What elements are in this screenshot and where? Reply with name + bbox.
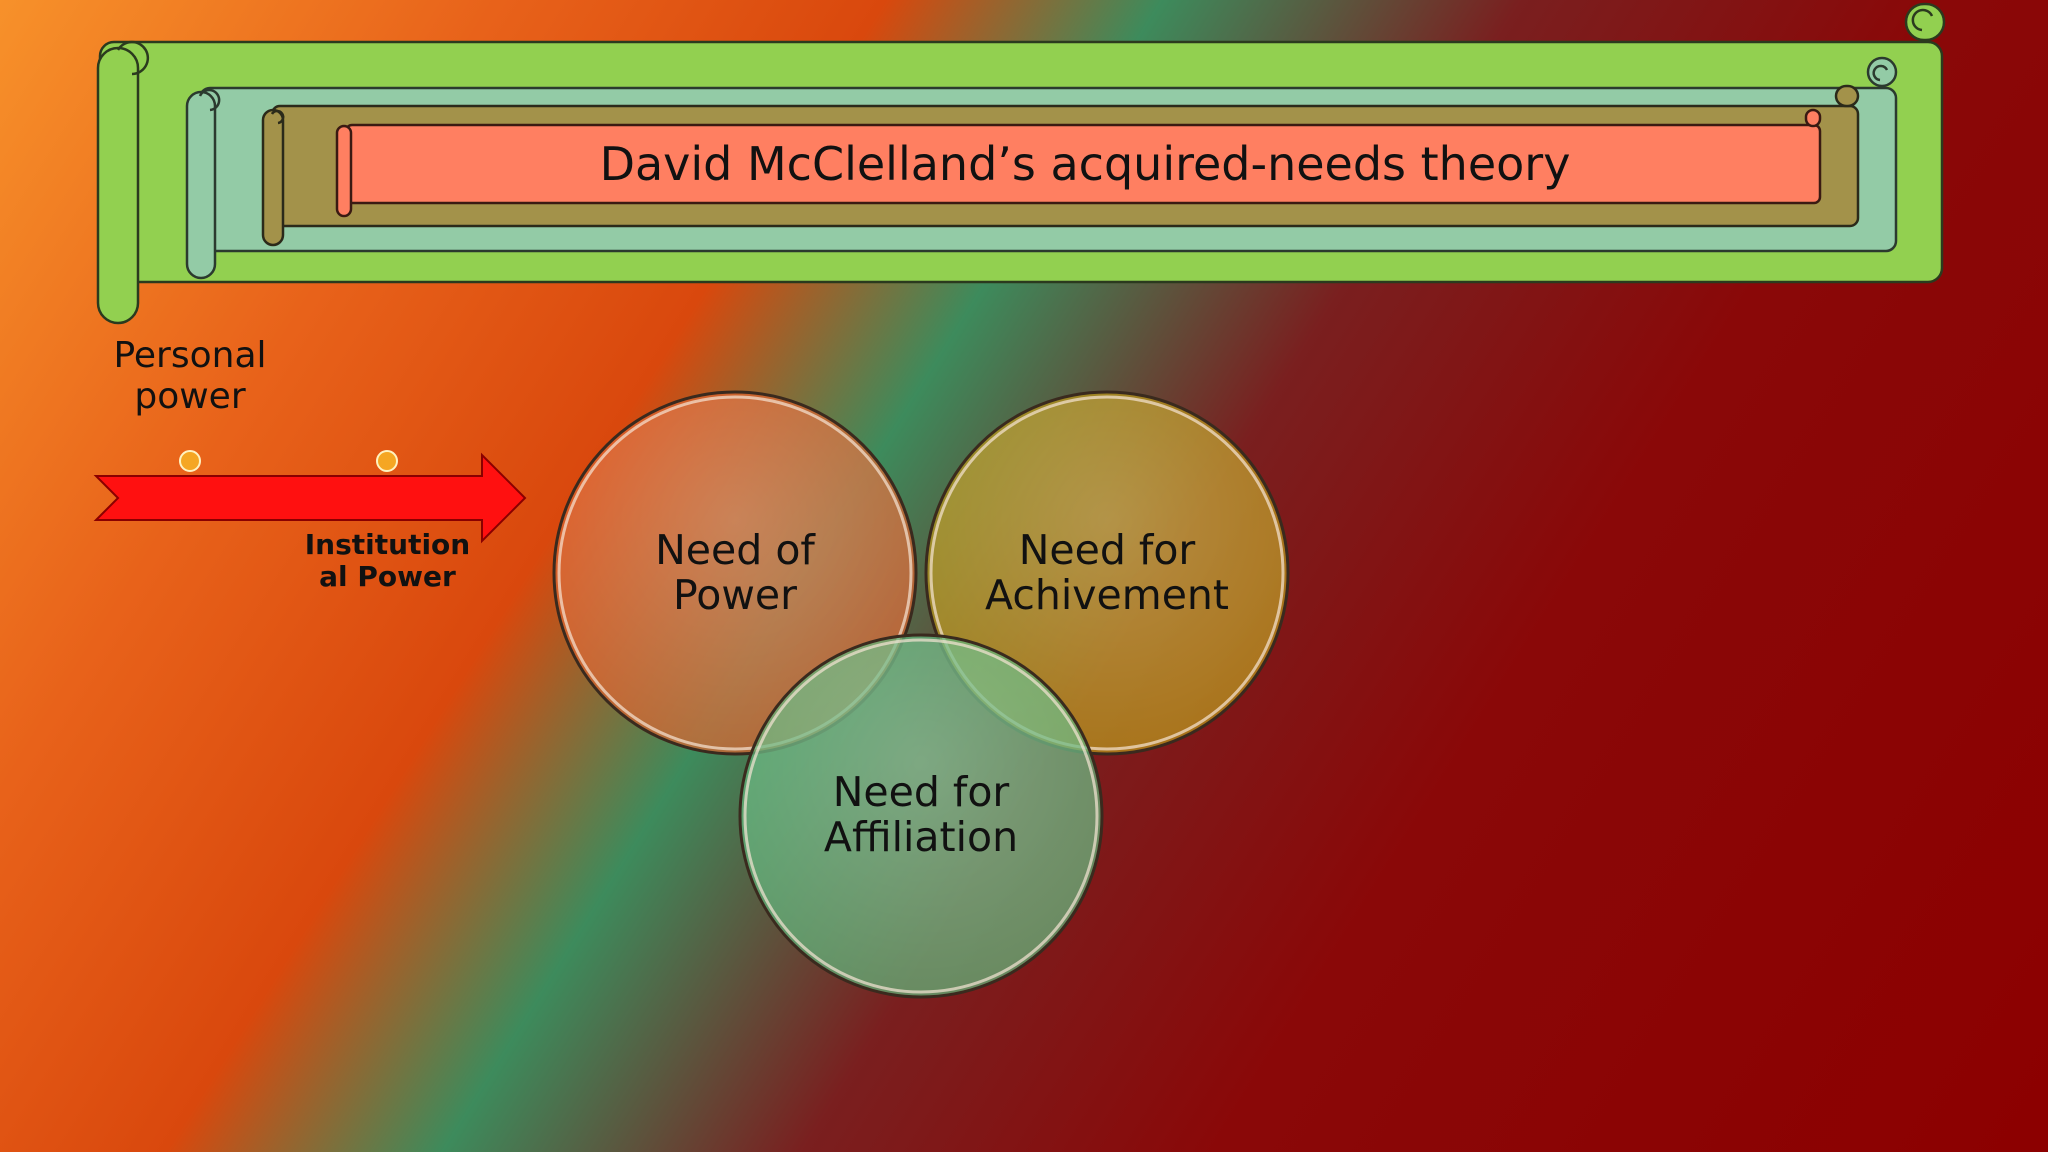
- venn-circle-affiliation: [738, 633, 1104, 999]
- arrow-dot-personal: [179, 450, 201, 472]
- arrow-shape: [93, 452, 527, 544]
- arrow-dot-institutional: [376, 450, 398, 472]
- slide-title: David McClelland’s acquired-needs theory: [599, 137, 1571, 191]
- personal-power-label: Personal power: [113, 335, 267, 418]
- institutional-power-label: Institution al Power: [304, 528, 471, 594]
- scroll-inner: [335, 108, 1822, 218]
